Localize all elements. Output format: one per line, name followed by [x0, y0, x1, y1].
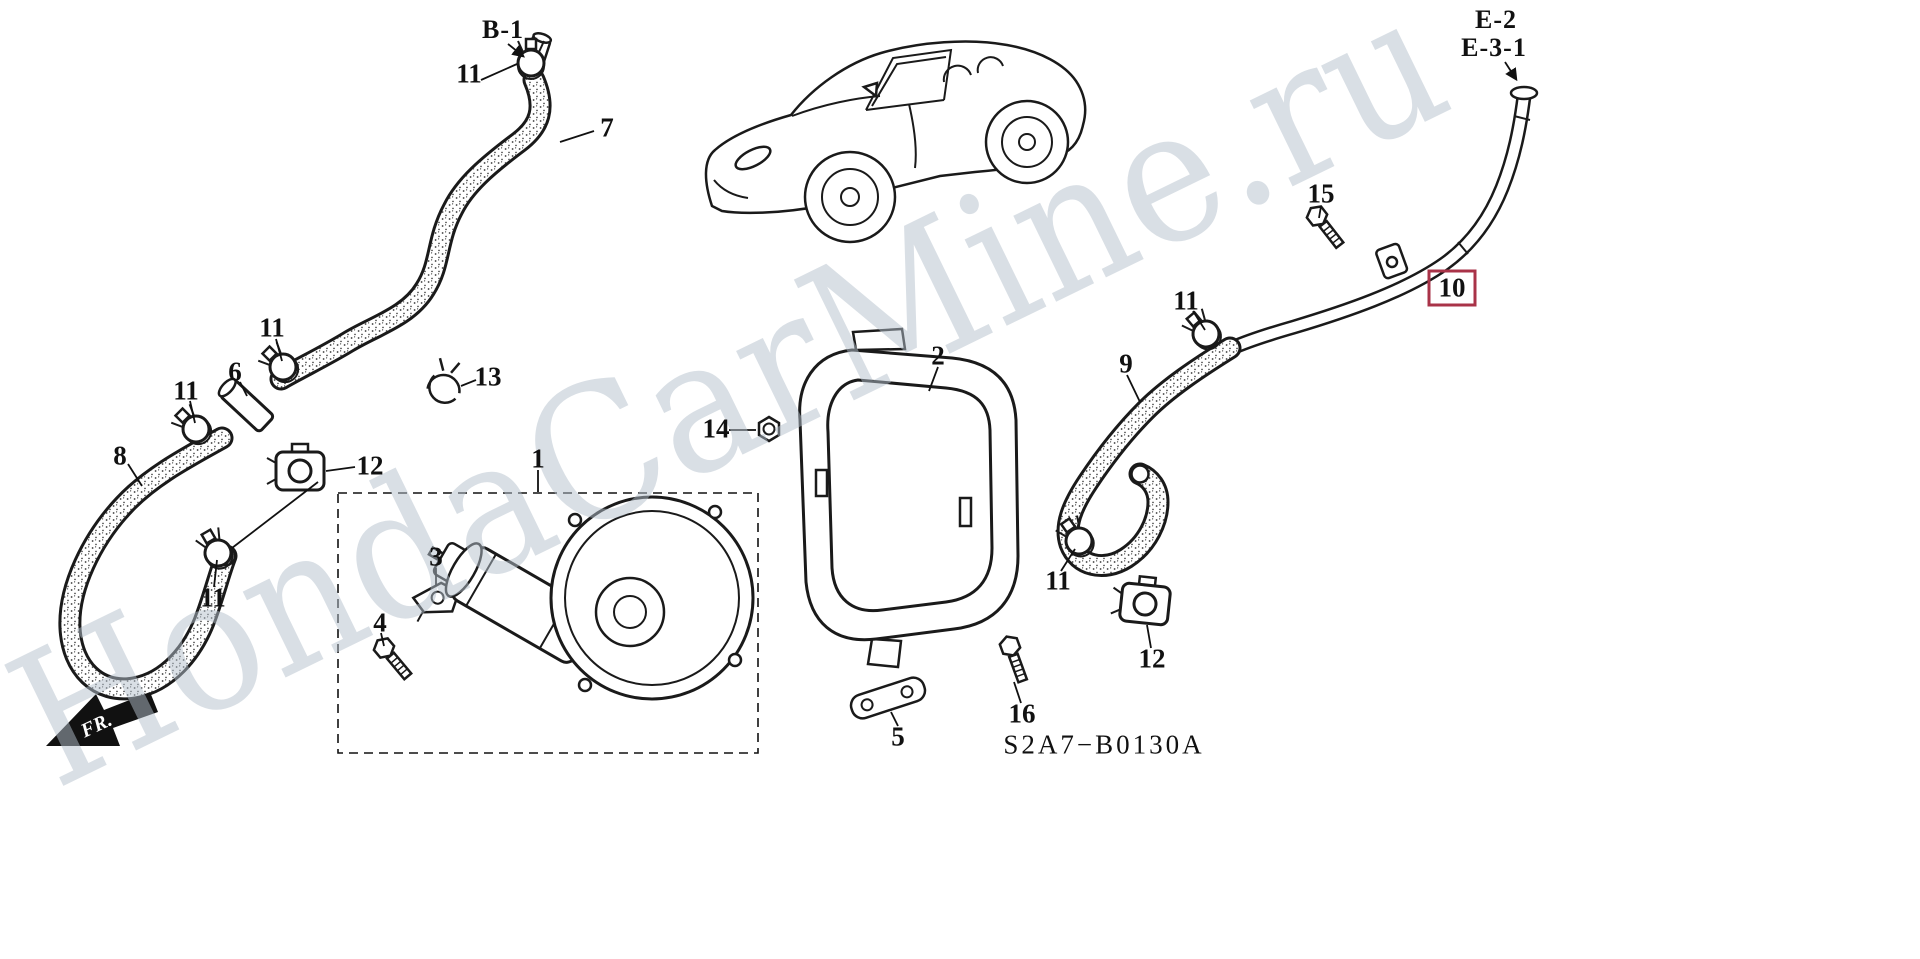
callout-12-b[interactable]: 12	[1138, 643, 1166, 674]
nut-14	[757, 415, 781, 443]
callout-6[interactable]: 6	[228, 356, 242, 387]
callout-11-c[interactable]: 11	[259, 312, 285, 343]
ref-label-e31[interactable]: E-3-1	[1461, 33, 1527, 62]
callout-14[interactable]: 14	[702, 413, 730, 444]
callout-1[interactable]: 1	[531, 443, 545, 474]
diagram-code: S2A7−B0130A	[1003, 729, 1205, 760]
callout-10-highlighted[interactable]: 10	[1427, 269, 1477, 307]
callout-4[interactable]: 4	[373, 607, 387, 638]
bolt-16	[996, 632, 1033, 686]
watermark: HondaCarMine.ru	[0, 0, 1476, 830]
bracket-2	[798, 327, 1020, 669]
callout-16[interactable]: 16	[1008, 698, 1036, 729]
callout-8[interactable]: 8	[113, 440, 127, 471]
hose-7	[269, 68, 552, 391]
callout-13[interactable]: 13	[474, 361, 502, 392]
callout-11-f[interactable]: 11	[1045, 565, 1071, 596]
callout-11-b[interactable]: 11	[1173, 285, 1199, 316]
ref-label-b1[interactable]: B-1	[482, 15, 524, 44]
callout-15[interactable]: 15	[1307, 178, 1335, 209]
car-illustration	[704, 40, 1087, 244]
callout-12-a[interactable]: 12	[356, 450, 384, 481]
hose-8	[58, 426, 238, 701]
callout-5[interactable]: 5	[891, 721, 905, 752]
hose-9	[1056, 336, 1242, 577]
callout-11-e[interactable]: 11	[200, 582, 226, 613]
callout-7[interactable]: 7	[600, 112, 614, 143]
air-pipe-10	[1224, 85, 1539, 356]
ref-label-e2[interactable]: E-2	[1475, 5, 1517, 34]
fr-direction-arrow: FR.	[46, 692, 158, 746]
spring-clamp-13	[426, 357, 461, 404]
callout-2[interactable]: 2	[931, 340, 945, 371]
leader-lines	[127, 43, 1518, 727]
joint-tube-6	[217, 377, 275, 433]
pump-boundary-box	[337, 492, 759, 754]
callout-3[interactable]: 3	[429, 541, 443, 572]
air-pump-assembly	[337, 492, 759, 754]
callout-11-a[interactable]: 11	[456, 58, 482, 89]
callout-11-d[interactable]: 11	[173, 375, 199, 406]
plate-5	[849, 676, 927, 720]
holder-12-b	[1108, 572, 1174, 627]
callout-9[interactable]: 9	[1119, 348, 1133, 379]
